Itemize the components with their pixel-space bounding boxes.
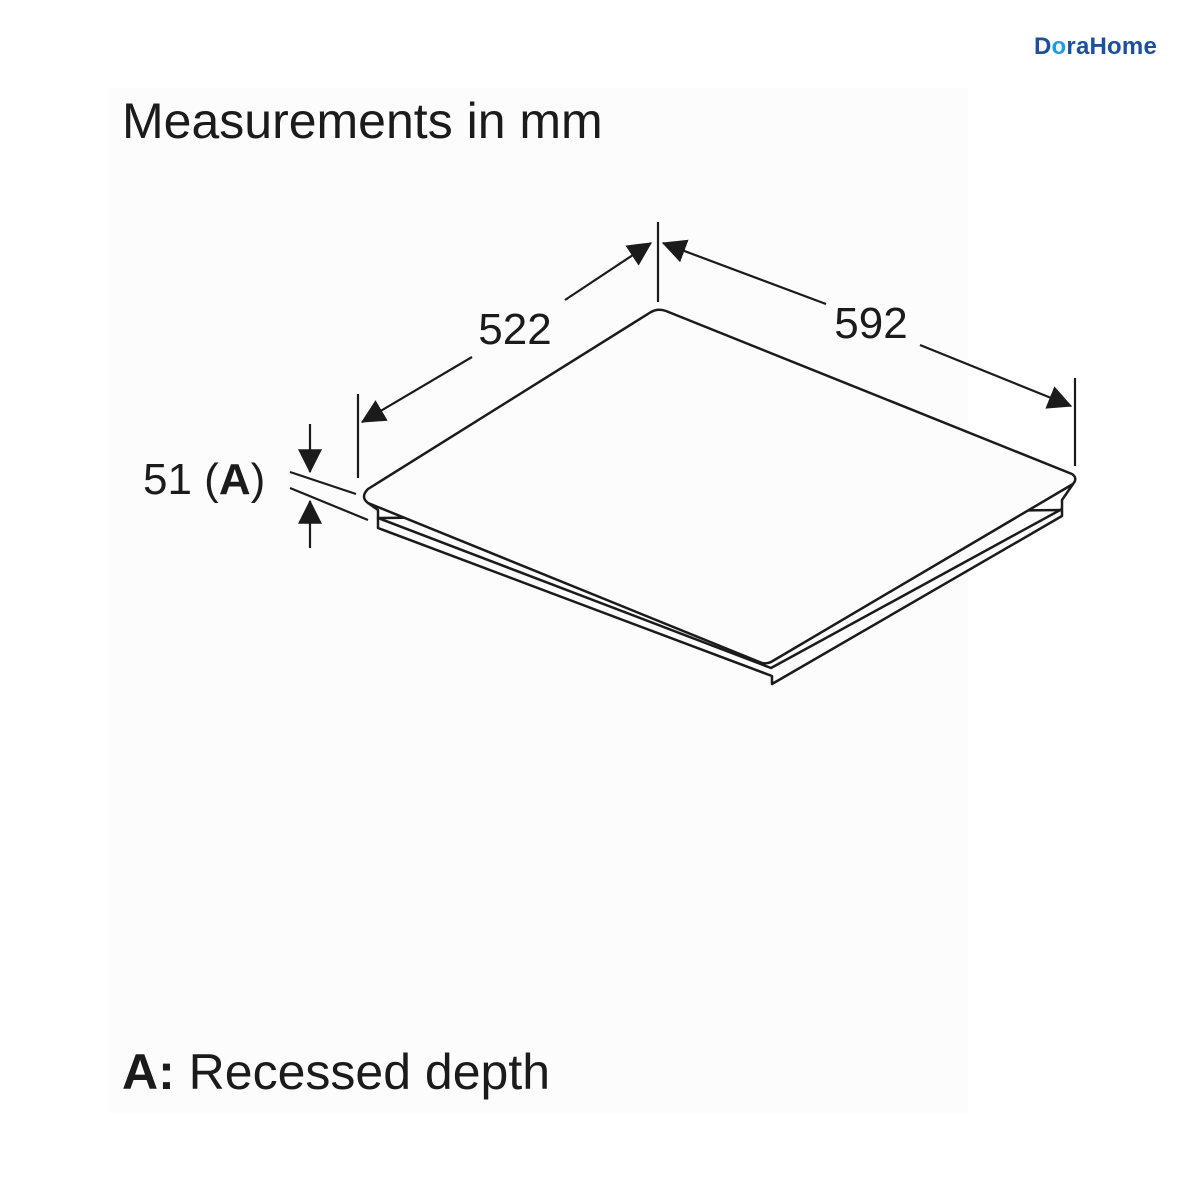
depth-label: 522 — [478, 305, 551, 354]
page-title: Measurements in mm — [122, 93, 603, 149]
extension-lines — [289, 222, 1077, 522]
hob-outline — [362, 308, 1077, 686]
legend-note: A: Recessed depth — [122, 1043, 550, 1101]
height-label: 51 (A) — [143, 455, 265, 504]
dorahome-logo: DoraHome — [1034, 33, 1157, 60]
recess-marker: A — [219, 455, 251, 504]
width-label: 592 — [834, 299, 907, 348]
hob-top-surface — [362, 308, 1077, 665]
legend-key: A: — [122, 1044, 175, 1100]
depth-dimension-line — [360, 242, 653, 423]
legend-description: Recessed depth — [188, 1044, 551, 1100]
width-dimension-line — [661, 239, 1073, 409]
logo-accent-letter: o — [1051, 33, 1067, 60]
hob-front-edge — [367, 483, 1075, 670]
